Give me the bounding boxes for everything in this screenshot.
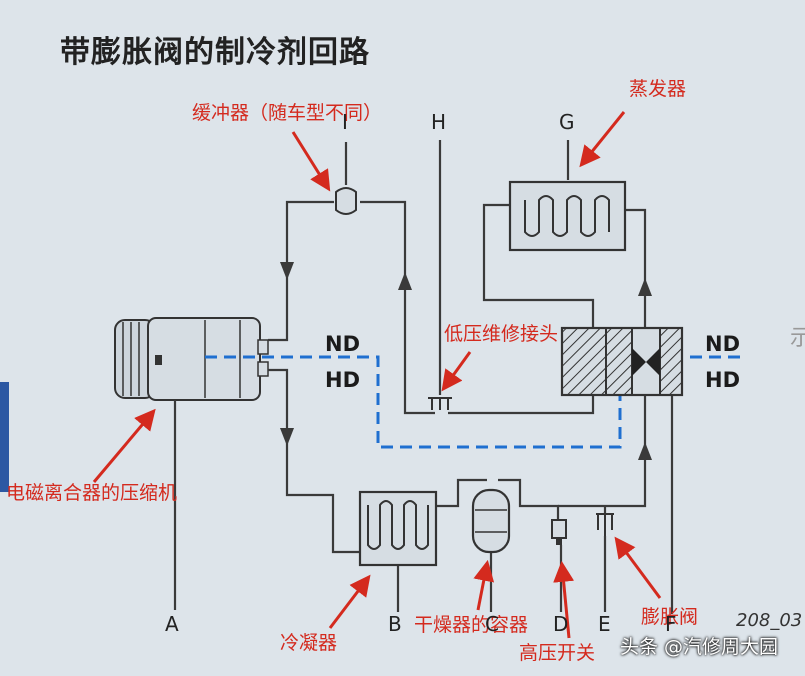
reference-number: 208_03 — [736, 610, 803, 631]
left-edge-tab — [0, 382, 9, 492]
label-evaporator: 蒸发器 — [629, 78, 687, 100]
hd-label-left: HD — [325, 368, 361, 392]
evaporator — [508, 180, 627, 252]
letter-e: E — [598, 612, 611, 636]
label-expansion-valve: 膨胀阀 — [641, 606, 699, 628]
watermark: 头条 @汽修周大园 — [620, 636, 779, 658]
letter-g: G — [559, 110, 575, 134]
label-high-pressure-switch: 高压开关 — [519, 642, 596, 664]
edge-character: 示 — [790, 326, 805, 351]
buffer-vessel — [335, 187, 357, 215]
label-buffer: 缓冲器（随车型不同） — [192, 102, 383, 124]
label-compressor: 电磁离合器的压缩机 — [6, 482, 178, 504]
letter-a: A — [165, 612, 179, 636]
label-low-pressure-port: 低压维修接头 — [444, 323, 559, 345]
high-pressure-switch — [551, 519, 567, 545]
compressor — [114, 317, 269, 401]
low-pressure-port — [428, 397, 452, 410]
letter-d: D — [553, 612, 569, 636]
letter-i: I — [342, 110, 348, 134]
high-pressure-port — [596, 513, 614, 536]
label-condenser: 冷凝器 — [280, 632, 338, 654]
letter-c: C — [485, 612, 499, 636]
label-dryer: 干燥器的容器 — [414, 614, 529, 636]
letter-h: H — [431, 110, 447, 134]
nd-label-left: ND — [325, 332, 361, 356]
nd-label-right: ND — [705, 332, 741, 356]
condenser — [358, 490, 438, 567]
expansion-valve-block — [560, 326, 684, 397]
dryer-receiver — [471, 488, 511, 554]
flow-arrows — [280, 262, 652, 460]
letter-f: F — [665, 612, 677, 636]
hd-label-right: HD — [705, 368, 741, 392]
annotation-arrows — [92, 111, 662, 639]
diagram-title: 带膨胀阀的制冷剂回路 — [60, 35, 370, 70]
letter-b: B — [388, 612, 402, 636]
